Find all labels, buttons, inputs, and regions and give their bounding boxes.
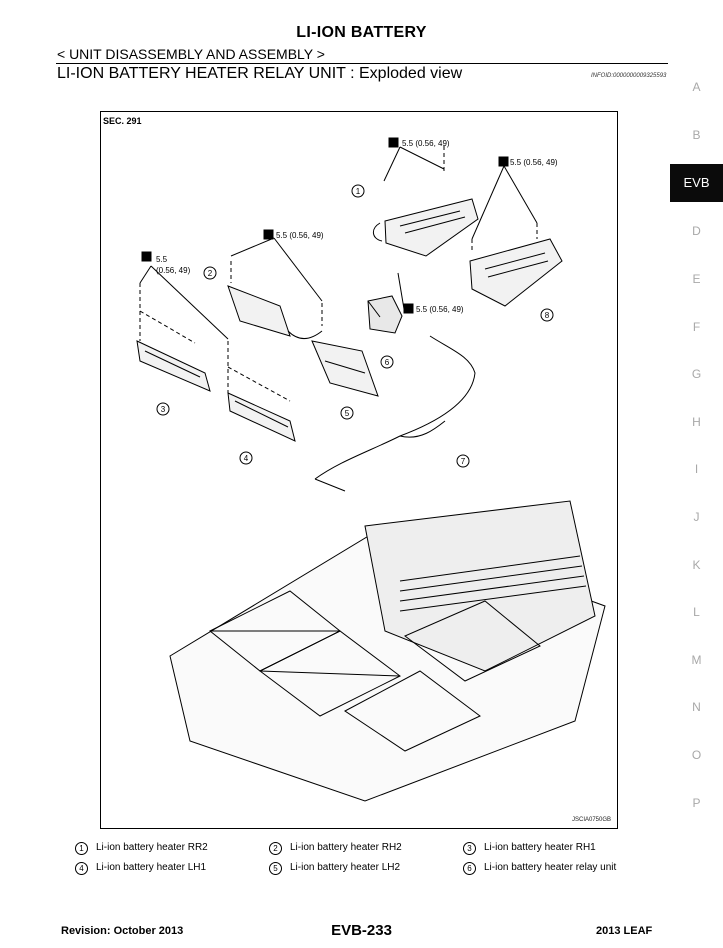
tab-evb[interactable]: EVB [670, 164, 723, 202]
heater-lower-left-part [136, 283, 211, 392]
tab-b[interactable]: B [692, 128, 701, 142]
tab-h[interactable]: H [692, 415, 701, 429]
tab-d[interactable]: D [692, 224, 701, 238]
tab-i[interactable]: I [694, 462, 699, 476]
tab-m[interactable]: M [691, 653, 702, 667]
callout-3: 3 [156, 402, 170, 416]
torque-label-3: 5.5 (0.56, 49) [276, 231, 324, 240]
callout-1: 1 [351, 184, 365, 198]
callout-8: 8 [540, 308, 554, 322]
heater-rh1-part [469, 223, 563, 307]
battery-pack-body [169, 500, 606, 802]
tab-l[interactable]: L [693, 605, 700, 619]
svg-text:1: 1 [356, 187, 361, 196]
figure-section-code: SEC. 291 [103, 116, 142, 126]
tab-j[interactable]: J [693, 510, 700, 524]
torque-label-5: 5.5 (0.56, 49) [416, 305, 464, 314]
tab-p[interactable]: P [692, 796, 701, 810]
tab-n[interactable]: N [692, 700, 701, 714]
footer-page-number: EVB-233 [331, 922, 392, 939]
tab-e[interactable]: E [692, 272, 701, 286]
svg-text:2: 2 [208, 269, 213, 278]
exploded-view-drawing: 5.5 (0.56, 49) 5.5 (0.56, 49) 5.5 (0.56,… [136, 137, 606, 802]
svg-text:6: 6 [385, 358, 390, 367]
section-breadcrumb: < UNIT DISASSEMBLY AND ASSEMBLY > [57, 46, 325, 62]
footer-model: 2013 LEAF [596, 925, 653, 937]
callout-6: 6 [380, 355, 394, 369]
callout-5: 5 [340, 406, 354, 420]
info-id: INFOID:0000000009325593 [591, 73, 667, 79]
svg-text:7: 7 [461, 457, 466, 466]
relay-unit-part [367, 295, 403, 334]
heater-lh1-part [227, 341, 296, 442]
torque-label-4-line1: 5.5 [156, 255, 168, 264]
torque-label-1: 5.5 (0.56, 49) [402, 139, 450, 148]
svg-text:5: 5 [345, 409, 350, 418]
tab-g[interactable]: G [691, 367, 702, 381]
section-heading: LI-ION BATTERY HEATER RELAY UNIT : Explo… [57, 65, 463, 82]
callout-2: 2 [203, 266, 217, 280]
heater-rh2-part [227, 261, 323, 339]
tab-a[interactable]: A [692, 80, 701, 94]
tab-k[interactable]: K [692, 558, 701, 572]
tab-f[interactable]: F [692, 320, 701, 334]
torque-label-4-line2: (0.56, 49) [156, 266, 191, 275]
callout-7: 7 [456, 454, 470, 468]
figure-reference-id: JSCIA0750GB [572, 817, 612, 823]
callout-4: 4 [239, 451, 253, 465]
harness-part [314, 335, 476, 492]
svg-text:4: 4 [244, 454, 249, 463]
heater-lh2-part [311, 340, 379, 397]
footer-revision: Revision: October 2013 [61, 925, 184, 937]
tab-o[interactable]: O [691, 748, 702, 762]
heater-rr2-part [373, 146, 479, 257]
page-title: LI-ION BATTERY [296, 24, 427, 41]
svg-text:3: 3 [161, 405, 166, 414]
header-divider [56, 63, 668, 64]
svg-text:8: 8 [545, 311, 550, 320]
torque-label-2: 5.5 (0.56, 49) [510, 158, 558, 167]
